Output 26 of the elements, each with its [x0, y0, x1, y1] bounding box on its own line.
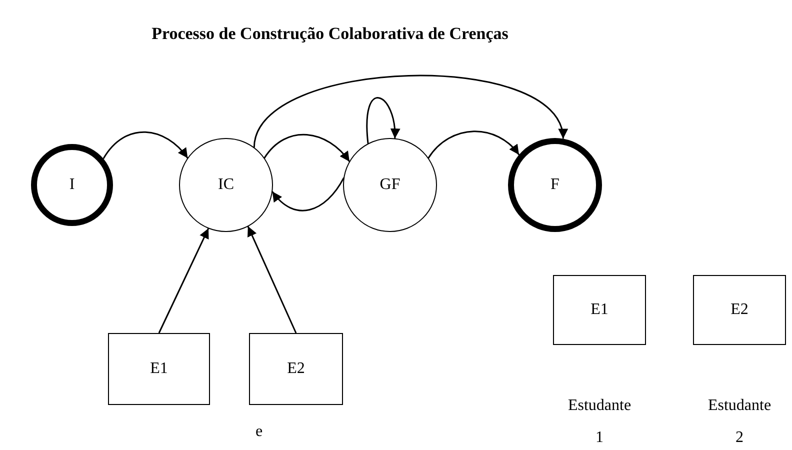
- note-label: e: [254, 423, 264, 441]
- node-label: I: [69, 176, 75, 194]
- arrow: [264, 134, 350, 162]
- node-label: F: [550, 176, 560, 194]
- node-label: E1: [150, 360, 168, 378]
- student-box: [108, 333, 210, 405]
- arrow: [253, 74, 566, 148]
- node-label: E2: [287, 360, 305, 378]
- arrow: [102, 131, 188, 160]
- node-caption: Estudante: [706, 397, 772, 415]
- node-label: E1: [590, 301, 608, 319]
- diagram-title: Processo de Construção Colaborativa de Crenças: [150, 24, 510, 44]
- arrow: [158, 228, 210, 334]
- arrow: [366, 97, 400, 144]
- arrow: [247, 226, 297, 334]
- node-caption: 1: [594, 429, 604, 447]
- arrow: [272, 177, 344, 212]
- node-caption: 2: [734, 429, 744, 447]
- student-box: [249, 333, 343, 405]
- student-box: [693, 275, 786, 345]
- node-label: IC: [218, 176, 234, 194]
- arrow: [428, 130, 520, 159]
- student-box: [553, 275, 646, 345]
- node-label: E2: [730, 301, 748, 319]
- node-label: GF: [380, 176, 400, 194]
- node-caption: Estudante: [566, 397, 632, 415]
